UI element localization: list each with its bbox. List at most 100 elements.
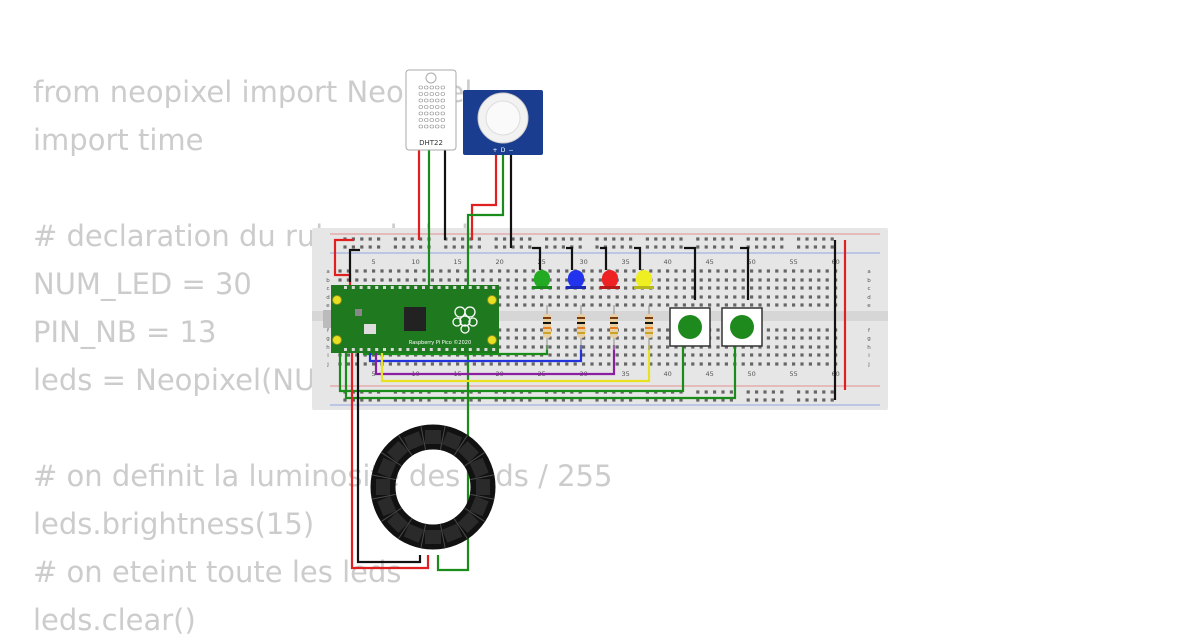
neopixel-led bbox=[457, 441, 479, 463]
wire-btn1-signal bbox=[338, 345, 685, 393]
led-blue bbox=[566, 270, 586, 289]
breadboard: 5510101515202025253030353540404545505055… bbox=[312, 228, 888, 410]
breadboard-row-letter: h bbox=[867, 345, 871, 351]
breadboard-column-number: 10 bbox=[411, 258, 419, 266]
breadboard-column-number: 5 bbox=[372, 258, 376, 266]
wire-pir-data bbox=[436, 155, 505, 572]
breadboard-row-letter: c bbox=[326, 286, 329, 292]
wires bbox=[333, 150, 847, 572]
raspberry-pi-pico: Raspberry Pi Pico ©2020 bbox=[323, 285, 499, 353]
pico-label: Raspberry Pi Pico ©2020 bbox=[409, 339, 471, 346]
wire-led-yellow-gnd bbox=[634, 246, 642, 270]
neopixel-led bbox=[457, 511, 479, 533]
wire-pir-vcc bbox=[470, 155, 498, 240]
breadboard-column-number: 45 bbox=[705, 370, 713, 378]
breadboard-column-number: 25 bbox=[537, 258, 545, 266]
code-line: # on eteint toute les leds bbox=[33, 555, 402, 589]
breadboard-row-letter: g bbox=[867, 336, 871, 342]
pir-pin-data: D bbox=[501, 147, 506, 154]
led-red bbox=[600, 270, 620, 289]
breadboard-row-letter: b bbox=[326, 278, 330, 284]
code-line: import time bbox=[33, 123, 204, 157]
wire-pico-gnd bbox=[348, 248, 360, 282]
breadboard-column-number: 5 bbox=[372, 370, 376, 378]
breadboard-column-number: 50 bbox=[747, 258, 755, 266]
code-line: NUM_LED = 30 bbox=[33, 267, 252, 301]
breadboard-row-letter: i bbox=[868, 353, 870, 359]
breadboard-row-letter: f bbox=[327, 328, 330, 334]
neopixel-led bbox=[442, 431, 463, 451]
circuit-diagram: 5510101515202025253030353540404545505055… bbox=[312, 69, 888, 572]
neopixel-led bbox=[476, 479, 490, 495]
neopixel-led bbox=[403, 523, 424, 543]
breadboard-row-letter: j bbox=[326, 362, 329, 368]
wire-led-yellow-signal bbox=[380, 345, 651, 383]
breadboard-column-number: 15 bbox=[453, 258, 461, 266]
wire-led-green-gnd bbox=[532, 246, 542, 270]
breadboard-column-number: 55 bbox=[789, 370, 797, 378]
push-button-2 bbox=[721, 307, 763, 347]
neopixel-led bbox=[469, 496, 489, 517]
code-line: # on definit la luminosite des leds / 25… bbox=[33, 459, 613, 493]
breadboard-column-number: 40 bbox=[663, 370, 671, 378]
breadboard-row-letter: d bbox=[867, 295, 871, 301]
neopixel-led bbox=[387, 441, 409, 463]
wire-ring-vcc bbox=[350, 345, 430, 570]
pir-motion-sensor: + D − bbox=[463, 90, 543, 155]
breadboard-row-letter: e bbox=[867, 303, 871, 309]
resistor bbox=[543, 305, 551, 350]
resistor bbox=[610, 305, 618, 350]
neopixel-led bbox=[387, 511, 409, 533]
code-line: PIN_NB = 13 bbox=[33, 315, 217, 349]
wire-btn2-signal bbox=[344, 345, 737, 400]
breadboard-row-letter: a bbox=[326, 269, 329, 275]
breadboard-column-number: 20 bbox=[495, 258, 503, 266]
led-green bbox=[532, 270, 552, 289]
breadboard-row-letter: h bbox=[326, 345, 330, 351]
neopixel-led bbox=[403, 431, 424, 451]
push-button-1 bbox=[669, 307, 711, 347]
resistors bbox=[543, 305, 653, 350]
led-yellow bbox=[634, 270, 654, 289]
wire-ring-gnd bbox=[356, 345, 422, 564]
dht22-sensor: DHT22 bbox=[405, 69, 457, 151]
breadboard-row-letter: b bbox=[867, 278, 871, 284]
breadboard-row-letter: j bbox=[867, 362, 870, 368]
breadboard-row-letter: d bbox=[326, 295, 330, 301]
neopixel-led bbox=[376, 479, 390, 495]
wire-btn1-gnd bbox=[684, 246, 697, 300]
breadboard-column-number: 55 bbox=[789, 258, 797, 266]
neopixel-led bbox=[425, 430, 441, 444]
code-line: leds.brightness(15) bbox=[33, 507, 315, 541]
breadboard-column-number: 35 bbox=[621, 258, 629, 266]
wire-led-red-signal bbox=[374, 345, 616, 376]
breadboard-row-letter: c bbox=[867, 286, 870, 292]
breadboard-row-letter: f bbox=[868, 328, 871, 334]
breadboard-row-letter: a bbox=[867, 269, 870, 275]
breadboard-column-number: 50 bbox=[747, 370, 755, 378]
resistor bbox=[645, 305, 653, 350]
wire-led-red-gnd bbox=[600, 246, 608, 270]
neopixel-led bbox=[469, 457, 489, 478]
breadboard-column-number: 35 bbox=[621, 370, 629, 378]
neopixel-led bbox=[377, 457, 397, 478]
breadboard-column-number: 30 bbox=[579, 258, 587, 266]
pir-pin-minus: − bbox=[508, 147, 513, 154]
pir-pin-plus: + bbox=[492, 147, 497, 154]
raspberry-logo-icon bbox=[452, 306, 478, 334]
wire-led-blue-gnd bbox=[566, 246, 574, 270]
breadboard-column-number: 40 bbox=[663, 258, 671, 266]
neopixel-led bbox=[442, 523, 463, 543]
dht22-label: DHT22 bbox=[419, 139, 443, 147]
neopixel-led bbox=[425, 530, 441, 544]
leds bbox=[532, 270, 654, 289]
resistor bbox=[577, 305, 585, 350]
neopixel-led bbox=[377, 496, 397, 517]
neopixel-ring bbox=[370, 424, 496, 550]
wire-btn2-gnd bbox=[740, 246, 750, 300]
breadboard-row-letter: e bbox=[326, 303, 330, 309]
breadboard-row-letter: i bbox=[327, 353, 329, 359]
breadboard-column-number: 45 bbox=[705, 258, 713, 266]
breadboard-row-letter: g bbox=[326, 336, 330, 342]
